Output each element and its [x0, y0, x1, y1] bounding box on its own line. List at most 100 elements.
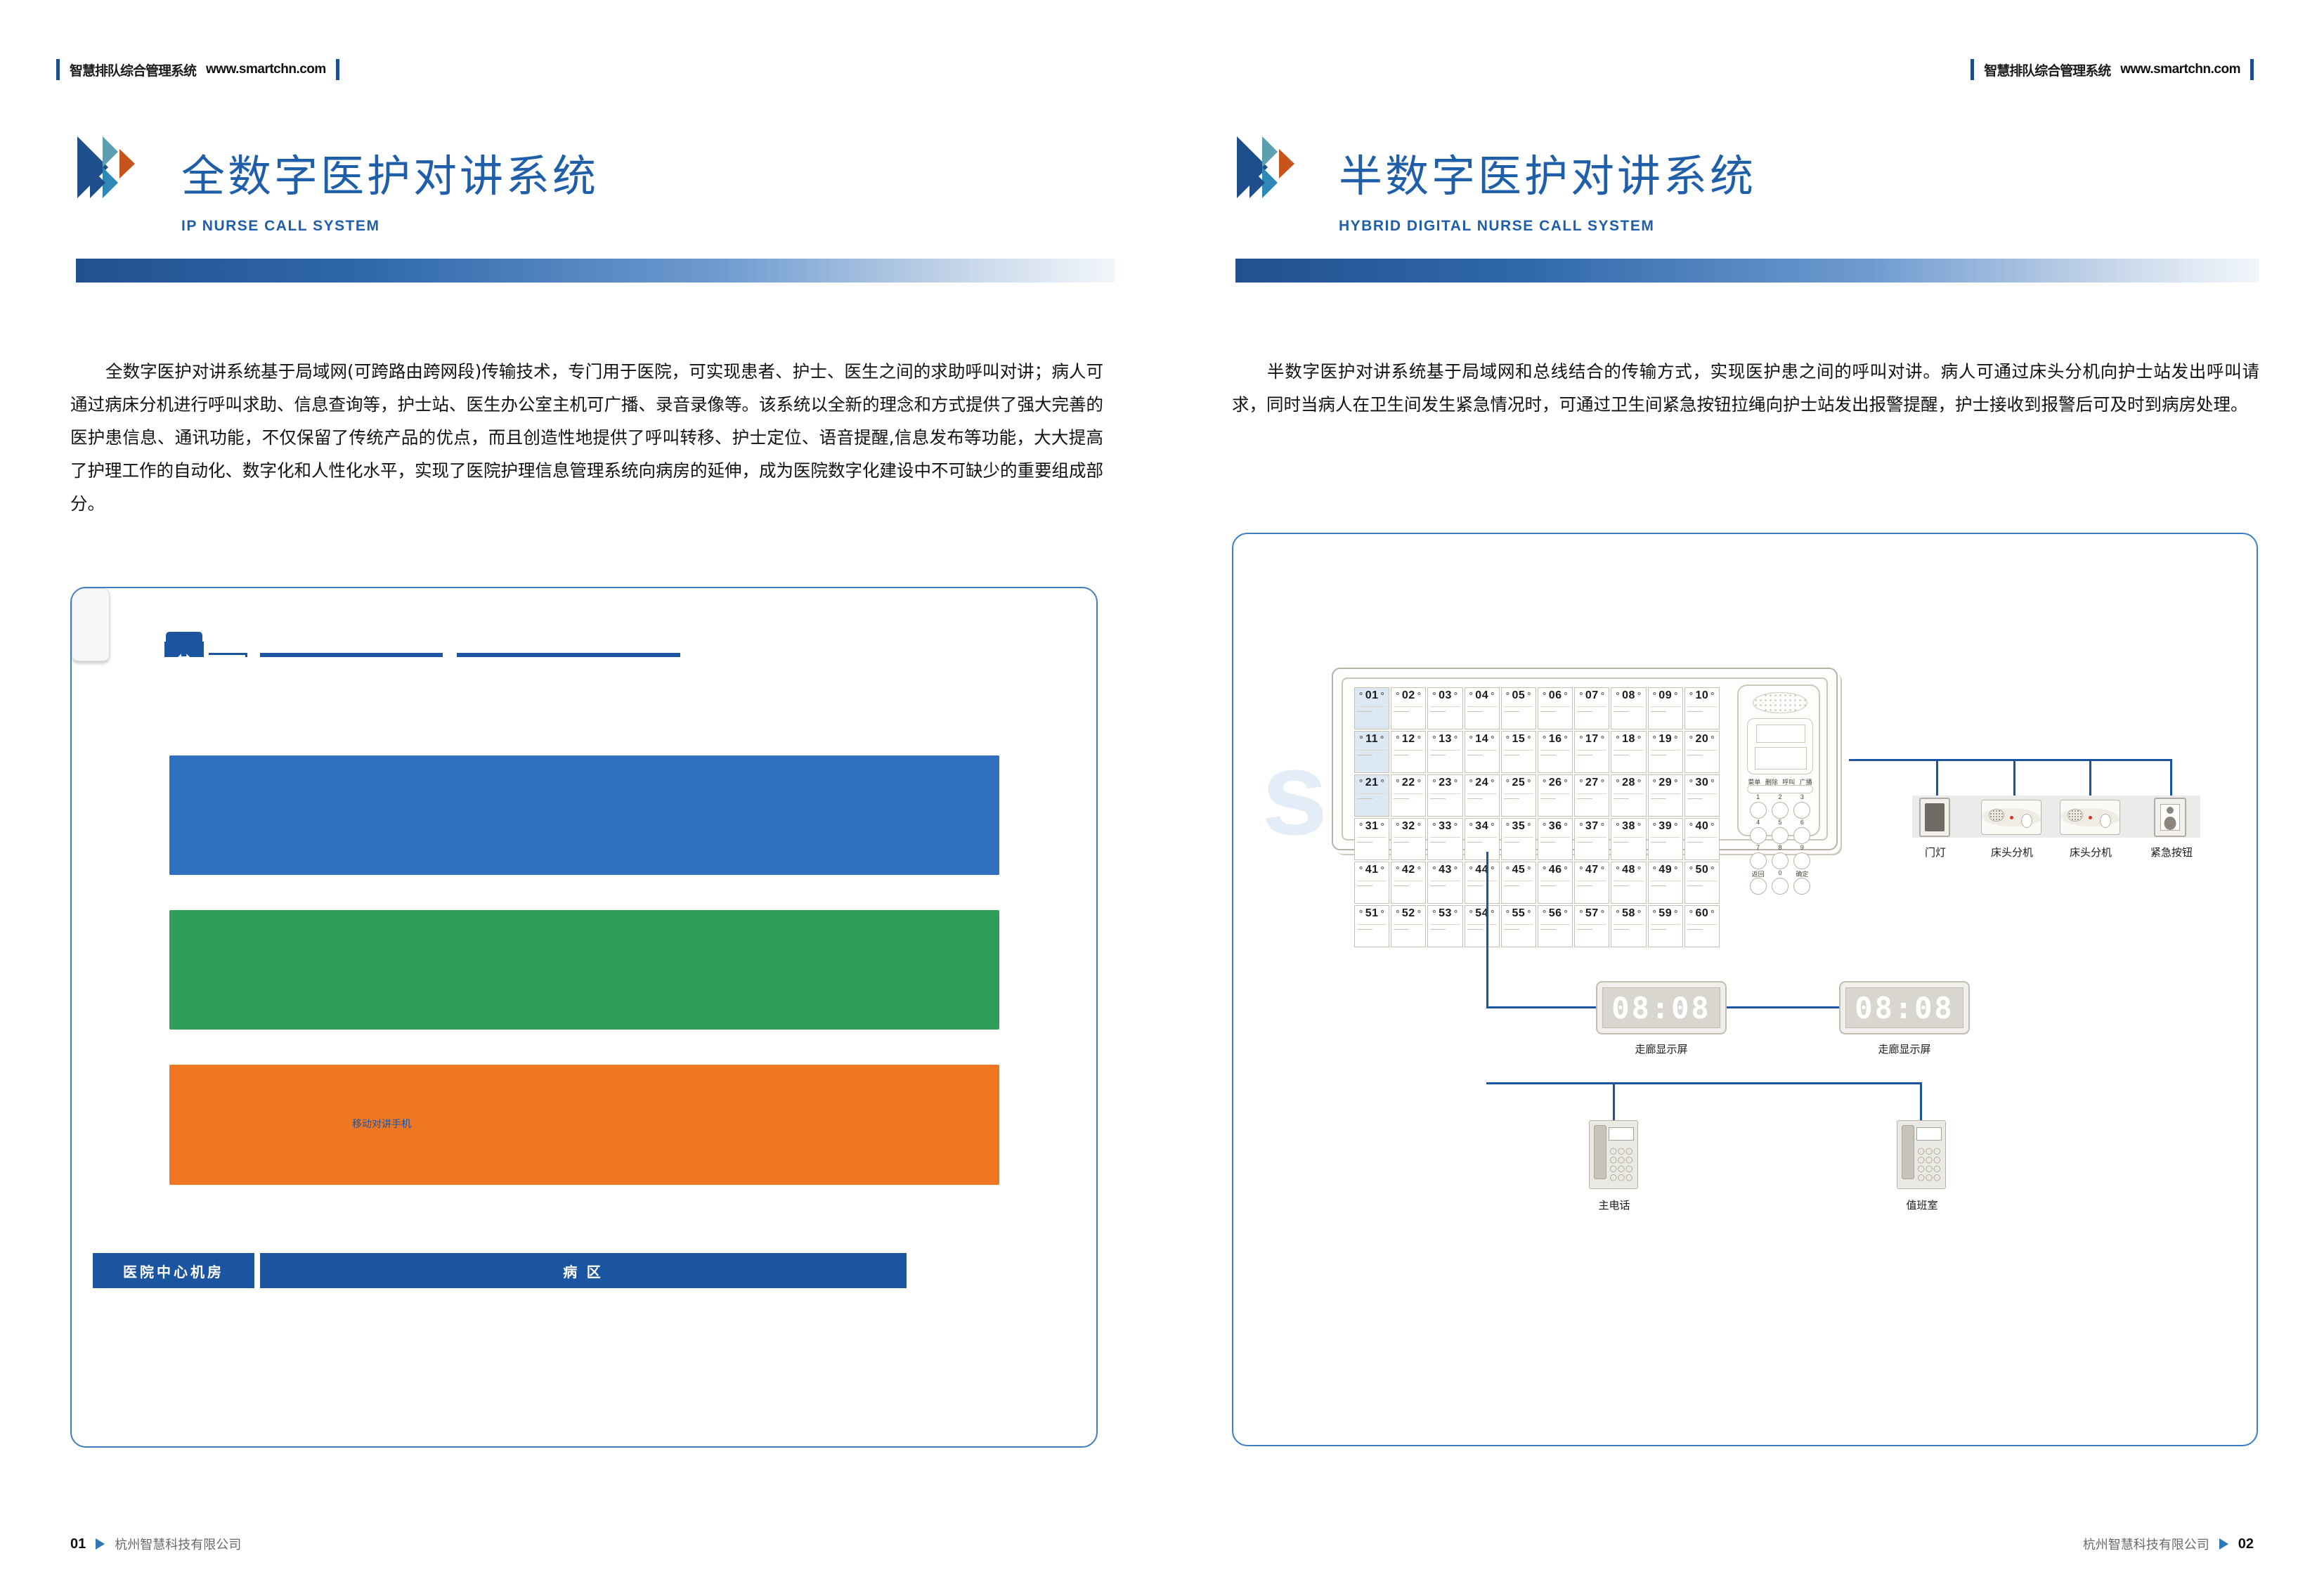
keypad-key[interactable]: 3: [1791, 793, 1813, 821]
bed-cell[interactable]: 02: [1391, 687, 1427, 729]
function-key-label[interactable]: 广播: [1799, 779, 1812, 786]
logo-icon: [1235, 135, 1313, 200]
bed-cell[interactable]: 48: [1611, 862, 1647, 904]
keypad-key[interactable]: 1: [1747, 793, 1769, 821]
keypad-key[interactable]: 返回: [1747, 871, 1769, 897]
function-key-label[interactable]: 菜单: [1748, 779, 1761, 786]
bed-card-slot: [1394, 924, 1424, 945]
keypad-key[interactable]: 4: [1747, 819, 1769, 846]
keypad-key[interactable]: 7: [1747, 844, 1769, 871]
bed-cell[interactable]: 58: [1611, 905, 1647, 947]
bed-cell[interactable]: 34: [1464, 818, 1500, 860]
bed-cell[interactable]: 41: [1354, 862, 1390, 904]
bed-cell[interactable]: 46: [1538, 862, 1573, 904]
bed-cell[interactable]: 35: [1500, 818, 1536, 860]
bed-cell[interactable]: 56: [1538, 905, 1573, 947]
keypad-key-circle[interactable]: [1793, 852, 1811, 869]
keypad-key-circle[interactable]: [1749, 802, 1767, 819]
keypad-key-circle[interactable]: [1749, 878, 1767, 895]
bed-cell[interactable]: 32: [1391, 818, 1427, 860]
keypad-key-circle[interactable]: [1749, 852, 1767, 869]
bed-cell[interactable]: 40: [1684, 818, 1720, 860]
bed-cell[interactable]: 01: [1354, 687, 1390, 729]
keypad-key[interactable]: 2: [1769, 793, 1791, 821]
keypad-key-circle[interactable]: [1793, 878, 1811, 895]
bed-cell[interactable]: 21: [1354, 774, 1390, 817]
bed-cell[interactable]: 50: [1684, 862, 1720, 904]
keypad-key-circle[interactable]: [1771, 878, 1789, 895]
bed-cell[interactable]: 15: [1500, 731, 1536, 773]
bed-cell[interactable]: 42: [1391, 862, 1427, 904]
bed-cell[interactable]: 17: [1574, 731, 1610, 773]
bed-cell[interactable]: 25: [1500, 774, 1536, 817]
bed-cell[interactable]: 18: [1611, 731, 1647, 773]
bed-cell[interactable]: 49: [1647, 862, 1683, 904]
keypad-key[interactable]: 8: [1769, 844, 1791, 871]
keypad-key[interactable]: 0: [1769, 869, 1791, 897]
bed-cell[interactable]: 04: [1464, 687, 1500, 729]
bed-cell[interactable]: 03: [1427, 687, 1463, 729]
bed-cell[interactable]: 05: [1500, 687, 1536, 729]
bed-cell[interactable]: 33: [1427, 818, 1463, 860]
bed-cell[interactable]: 31: [1354, 818, 1390, 860]
bed-cell[interactable]: 45: [1500, 862, 1536, 904]
keypad-key[interactable]: 5: [1769, 819, 1791, 846]
corridor-display-label-0: 走廊显示屏: [1635, 1044, 1688, 1056]
page-title-cn: 半数字医护对讲系统: [1339, 150, 1757, 202]
bed-cell[interactable]: 07: [1574, 687, 1610, 729]
bed-cell[interactable]: 12: [1391, 731, 1427, 773]
bed-cell[interactable]: 27: [1574, 774, 1610, 817]
keypad-key-circle[interactable]: [1771, 852, 1789, 869]
bed-cell[interactable]: 20: [1684, 731, 1720, 773]
bed-cell[interactable]: 51: [1354, 905, 1390, 947]
bed-cell[interactable]: 13: [1427, 731, 1463, 773]
bed-cell[interactable]: 23: [1427, 774, 1463, 817]
keypad-key-circle[interactable]: [1771, 827, 1789, 844]
keypad-key[interactable]: 确定: [1791, 871, 1813, 897]
bed-number: 30: [1685, 777, 1719, 789]
keypad-key[interactable]: 9: [1791, 844, 1813, 871]
lcd-line-2: [1755, 747, 1807, 770]
bed-cell[interactable]: 24: [1464, 774, 1500, 817]
bed-cell[interactable]: 09: [1647, 687, 1683, 729]
bed-cell[interactable]: 26: [1538, 774, 1573, 817]
bed-card-slot: [1394, 881, 1424, 901]
bed-cell[interactable]: 22: [1391, 774, 1427, 817]
bed-cell[interactable]: 10: [1684, 687, 1720, 729]
bed-cell[interactable]: 59: [1647, 905, 1683, 947]
bed-cell[interactable]: 54: [1464, 905, 1500, 947]
function-key-label[interactable]: 呼叫: [1782, 779, 1796, 786]
keypad-key[interactable]: 6: [1791, 819, 1813, 846]
bed-cell[interactable]: 28: [1611, 774, 1647, 817]
bed-cell[interactable]: 14: [1464, 731, 1500, 773]
bed-cell[interactable]: 11: [1354, 731, 1390, 773]
function-key-label[interactable]: 删除: [1765, 779, 1778, 786]
bed-cell[interactable]: 36: [1538, 818, 1573, 860]
bed-cell[interactable]: 16: [1538, 731, 1573, 773]
bed-cell[interactable]: 37: [1574, 818, 1610, 860]
bed-cell[interactable]: 57: [1574, 905, 1610, 947]
bed-cell[interactable]: 29: [1647, 774, 1683, 817]
function-key-bar[interactable]: [1747, 785, 1813, 793]
bed-cell[interactable]: 43: [1427, 862, 1463, 904]
bed-cell[interactable]: 06: [1538, 687, 1573, 729]
bed-cell[interactable]: 38: [1611, 818, 1647, 860]
bed-cell[interactable]: 08: [1611, 687, 1647, 729]
keypad-key-circle[interactable]: [1771, 802, 1789, 819]
bed-cell[interactable]: 52: [1391, 905, 1427, 947]
bed-cell[interactable]: 60: [1684, 905, 1720, 947]
bed-cell[interactable]: 44: [1464, 862, 1500, 904]
bed-cell[interactable]: 55: [1500, 905, 1536, 947]
bed-cell[interactable]: 39: [1647, 818, 1683, 860]
keypad-key-circle[interactable]: [1793, 802, 1811, 819]
keypad-key-label: 2: [1778, 793, 1782, 800]
keypad-key-circle[interactable]: [1793, 827, 1811, 844]
bed-cell[interactable]: 30: [1684, 774, 1720, 817]
keypad-key-circle[interactable]: [1749, 827, 1767, 844]
bed-cell[interactable]: 47: [1574, 862, 1610, 904]
bed-cell[interactable]: 53: [1427, 905, 1463, 947]
bed-cell[interactable]: 19: [1647, 731, 1683, 773]
bed-number: 05: [1502, 689, 1536, 702]
wire: [1721, 1006, 1842, 1008]
